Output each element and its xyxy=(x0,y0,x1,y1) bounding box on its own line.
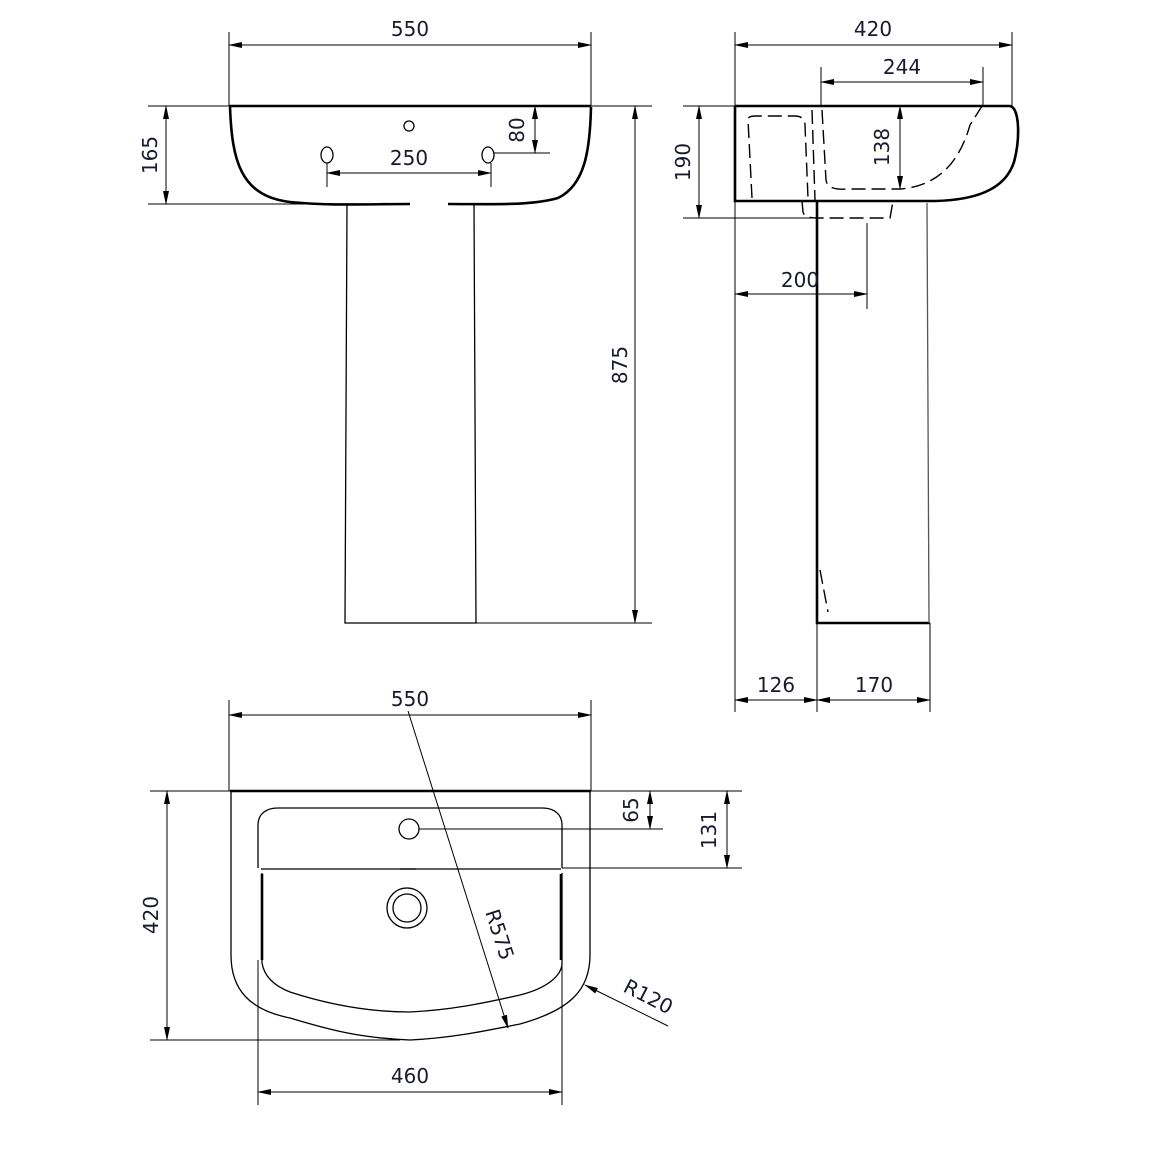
pedestal-depth-dimension: 170 xyxy=(855,673,893,697)
corner-radius-label: R120 xyxy=(620,974,677,1019)
tap-hole-left-icon xyxy=(320,146,334,164)
overflow-hole-icon xyxy=(403,120,415,132)
side-trap-hidden-line xyxy=(747,115,809,199)
plan-width-dimension: 550 xyxy=(391,687,429,711)
tap-hole-offset-dimension: 65 xyxy=(619,797,643,822)
front-pedestal-outline xyxy=(344,203,477,624)
side-wall-hidden-line xyxy=(811,109,816,201)
side-pedestal-outline xyxy=(815,201,930,625)
tap-hole-right-icon xyxy=(481,146,495,164)
front-width-dimension: 550 xyxy=(391,17,429,41)
side-basin-height-dimension: 190 xyxy=(671,143,695,181)
side-bowl-hidden-line xyxy=(821,105,983,190)
front-basin-outline xyxy=(228,104,593,206)
side-elevation-view: 420 244 190 138 200 126 170 xyxy=(671,17,1020,712)
front-radius-label: R575 xyxy=(480,906,519,963)
front-basin-height-dimension: 165 xyxy=(138,136,162,174)
front-elevation-view: 550 165 250 80 875 xyxy=(138,17,652,624)
plan-waste-inner-icon xyxy=(392,893,422,923)
tap-spacing-dimension: 250 xyxy=(390,146,428,170)
plan-tap-hole-icon xyxy=(398,818,420,840)
side-trap-bend-hidden-line xyxy=(801,200,894,219)
plan-view: 550 R575 R120 420 65 131 460 xyxy=(139,687,742,1105)
side-depth-dimension: 420 xyxy=(854,17,892,41)
bowl-inner-depth-dimension: 138 xyxy=(870,128,894,166)
plan-outer-sides xyxy=(230,791,591,1041)
side-pedestal-detail xyxy=(819,569,829,613)
side-pedestal-front-edge xyxy=(926,202,930,624)
plan-inner-top-ledge xyxy=(257,807,563,868)
waste-offset-dimension: 200 xyxy=(781,268,819,292)
flat-zone-depth-dimension: 131 xyxy=(697,811,721,849)
overall-height-dimension: 875 xyxy=(608,346,632,384)
tap-depth-dimension: 80 xyxy=(505,117,529,142)
plan-inner-bowl xyxy=(261,868,563,1013)
wall-to-pedestal-dimension: 126 xyxy=(757,673,795,697)
bowl-width-dimension: 460 xyxy=(391,1064,429,1088)
plan-waste-outer-icon xyxy=(386,887,428,929)
plan-depth-dimension: 420 xyxy=(139,896,163,934)
side-bowl-span-dimension: 244 xyxy=(883,55,921,79)
